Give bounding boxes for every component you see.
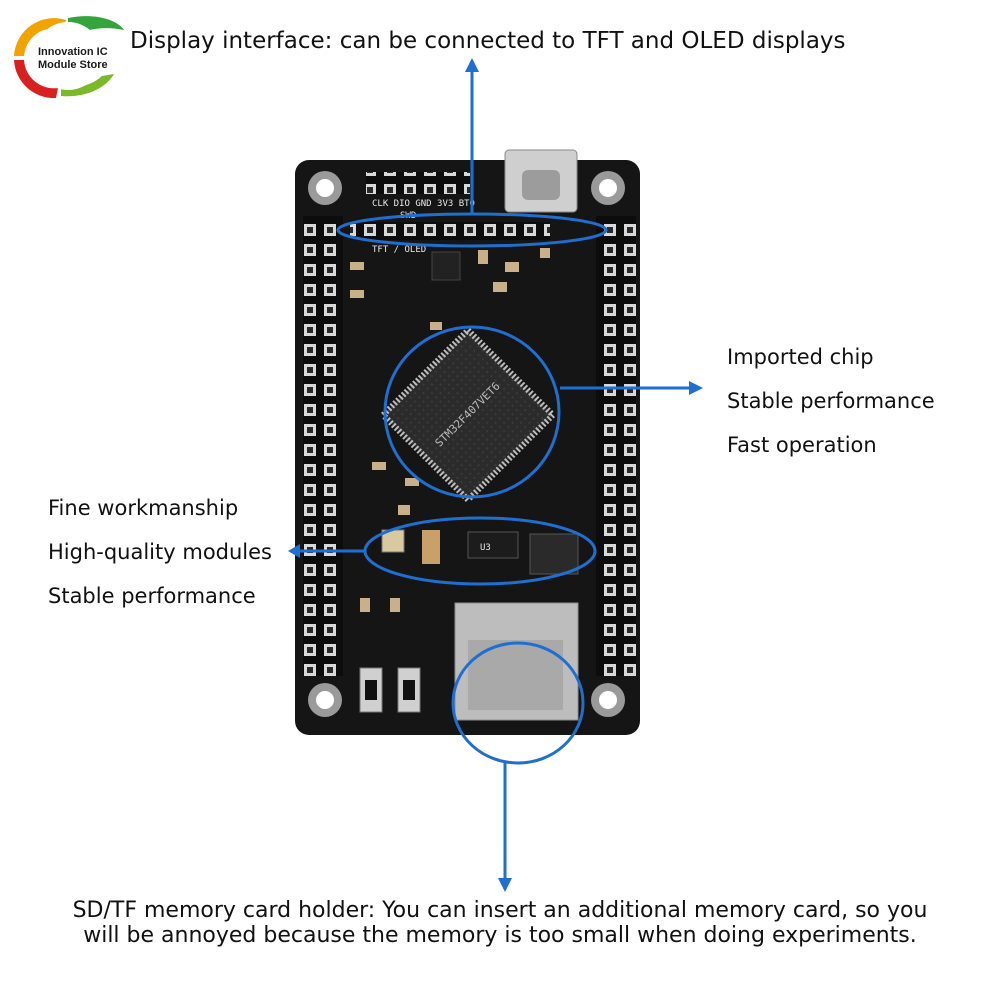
sd-card-caption-line2: will be annoyed because the memory is to… [83, 923, 917, 948]
left-feature-2: High-quality modules [48, 540, 272, 564]
logo-line2: Module Store [38, 59, 108, 71]
store-logo: Innovation IC Module Store [6, 8, 126, 100]
callout-graphics [298, 70, 690, 880]
mount-holes [308, 171, 625, 717]
right-feature-1: Imported chip [727, 345, 874, 369]
logo-emblem [14, 16, 124, 99]
swd-header [366, 172, 470, 194]
tft-oled-label: TFT / OLED [372, 245, 426, 255]
left-pin-header [303, 216, 343, 676]
u3-label: U3 [480, 543, 491, 553]
swd-pins-label: CLK DIO GND 3V3 BT0 [372, 199, 475, 209]
right-feature-3: Fast operation [727, 433, 877, 457]
mcu-chip: STM32F407VET6 [378, 325, 558, 505]
logo-line1: Innovation IC [38, 46, 108, 58]
left-feature-3: Stable performance [48, 584, 256, 608]
tft-oled-header [350, 222, 550, 240]
flash-chip-2 [529, 533, 579, 575]
callout-sd-circle [451, 641, 585, 765]
right-feature-2: Stable performance [727, 389, 935, 413]
callout-chip-circle [383, 325, 561, 499]
left-feature-1: Fine workmanship [48, 496, 239, 520]
callout-arrowheads [288, 58, 703, 892]
capacitor [422, 530, 440, 564]
smd-components [350, 248, 550, 612]
right-pin-header [596, 216, 636, 676]
display-interface-caption: Display interface: can be connected to T… [130, 28, 846, 54]
flash-chip [467, 531, 519, 559]
regulator [431, 251, 461, 281]
sd-card-caption-line1: SD/TF memory card holder: You can insert… [72, 898, 928, 923]
